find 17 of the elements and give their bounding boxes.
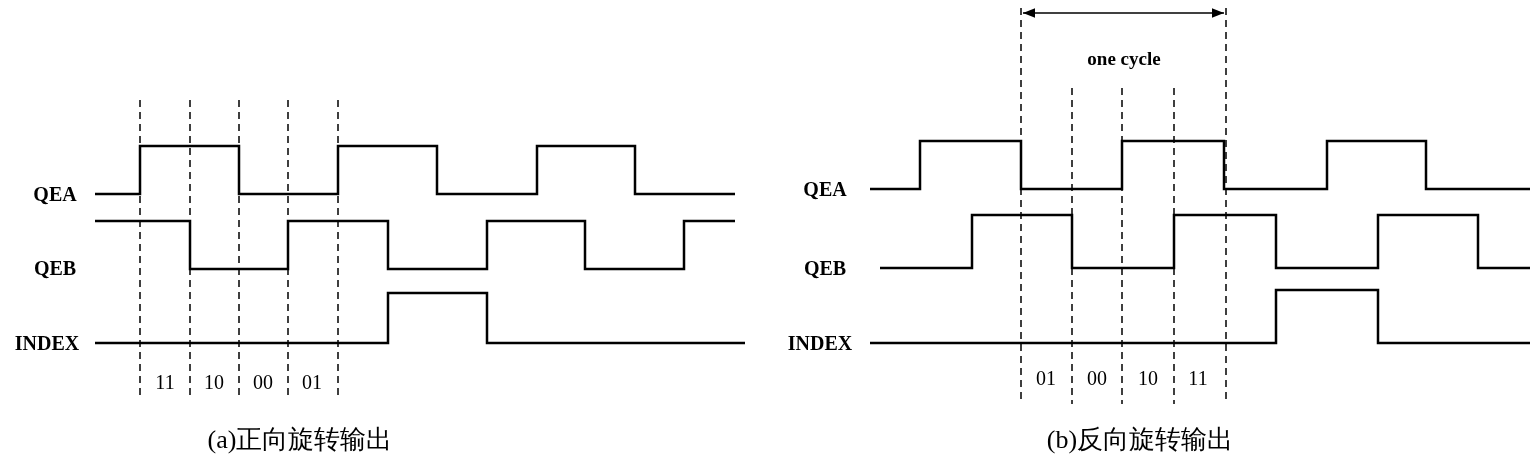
state-code: 11 <box>155 372 175 392</box>
state-code: 11 <box>1188 368 1208 388</box>
dimension-label: one cycle <box>1087 48 1161 68</box>
subfigure-caption: (b)反向旋转输出 <box>1046 427 1234 453</box>
state-code: 10 <box>1138 368 1158 388</box>
signal-name: INDEX <box>787 333 853 353</box>
signal-name: QEB <box>33 258 77 278</box>
state-code: 10 <box>204 372 224 392</box>
state-code: 00 <box>1087 368 1107 388</box>
state-code: 01 <box>1036 368 1056 388</box>
signal-name: INDEX <box>14 333 80 353</box>
signal-name: QEB <box>803 258 847 278</box>
state-code: 00 <box>253 372 273 392</box>
state-code: 01 <box>302 372 322 392</box>
signal-name: QEA <box>33 184 77 204</box>
subfigure-caption: (a)正向旋转输出 <box>207 427 393 453</box>
signal-name: QEA <box>803 179 847 199</box>
